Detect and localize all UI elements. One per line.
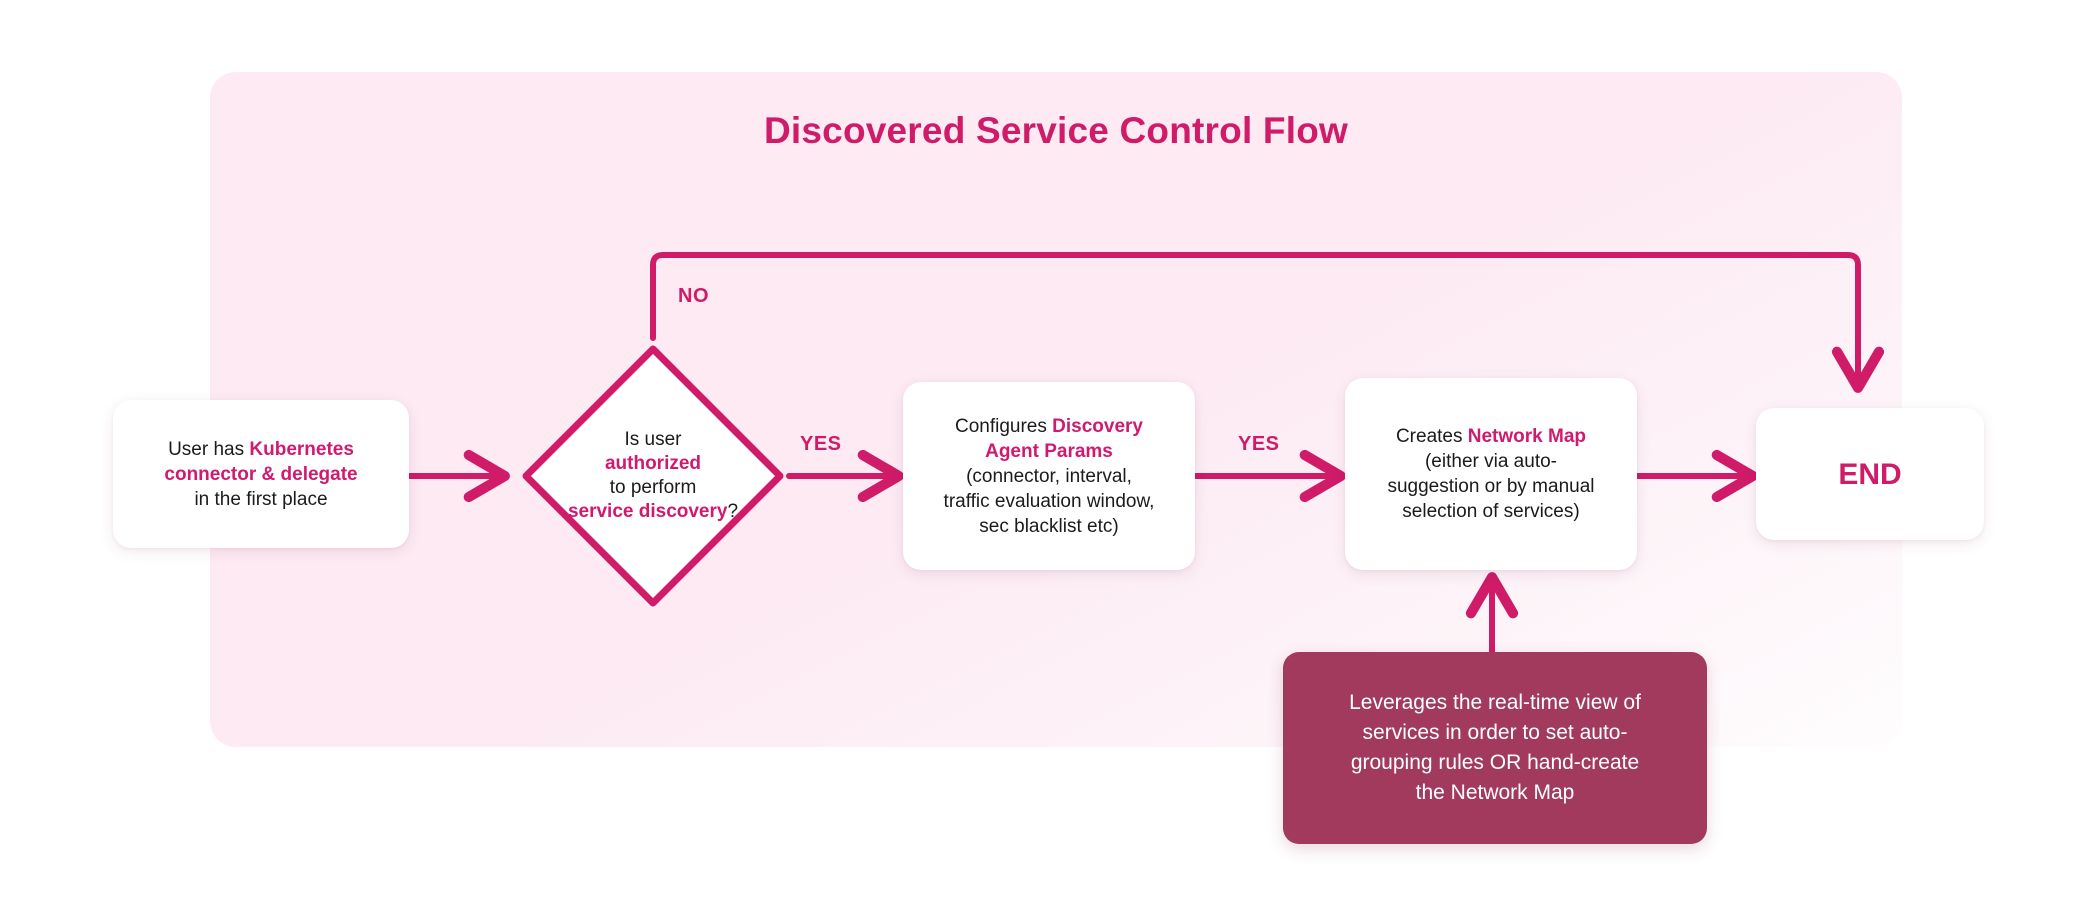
node-network-map-text: Creates Network Map (either via auto- su… [1387, 424, 1594, 524]
node-start-line3: in the first place [194, 488, 328, 510]
edge-label-yes-1: YES [800, 433, 842, 455]
edge-label-yes-2: YES [1238, 433, 1280, 455]
node-params-line1-plain: Configures [954, 415, 1053, 437]
node-start-line2-highlight: connector & delegate [164, 463, 358, 485]
node-end-label: END [1838, 457, 1902, 491]
node-decision-line4-suffix: ? [727, 501, 739, 522]
node-params-line2-highlight: Agent Params [985, 440, 1113, 462]
node-params-line4: traffic evaluation window, [943, 490, 1155, 512]
note-line4: the Network Map [1415, 781, 1575, 804]
node-netmap-line1-highlight: Network Map [1467, 426, 1587, 447]
node-decision-line2-highlight: authorized [604, 453, 702, 474]
diamond-shape-icon [522, 345, 784, 607]
node-netmap-line2: (either via auto- [1424, 451, 1557, 472]
node-decision-line1: Is user [624, 429, 682, 450]
node-params[interactable]: Configures Discovery Agent Params (conne… [903, 382, 1195, 570]
diagram-title: Discovered Service Control Flow [764, 110, 1348, 151]
node-end[interactable]: END [1756, 408, 1984, 540]
node-start[interactable]: User has Kubernetes connector & delegate… [113, 400, 409, 548]
note-line3: grouping rules OR hand-create [1350, 751, 1640, 774]
node-decision-line3: to perform [609, 477, 697, 498]
note-leverages-realtime-view[interactable]: Leverages the real-time view of services… [1283, 652, 1707, 844]
edge-label-no: NO [678, 285, 709, 307]
node-start-line1-highlight: Kubernetes [249, 438, 354, 460]
note-line2: services in order to set auto- [1362, 721, 1628, 744]
node-params-line1-highlight: Discovery [1052, 415, 1143, 437]
node-start-text: User has Kubernetes connector & delegate… [164, 437, 357, 512]
node-network-map[interactable]: Creates Network Map (either via auto- su… [1345, 378, 1637, 570]
node-params-text: Configures Discovery Agent Params (conne… [944, 414, 1155, 539]
node-params-line3: (connector, interval, [966, 465, 1132, 487]
node-decision-line4: service discovery? [568, 500, 738, 524]
node-netmap-line4: selection of services) [1402, 501, 1580, 522]
node-netmap-line3: suggestion or by manual [1387, 476, 1595, 497]
node-params-line5: sec blacklist etc) [979, 515, 1119, 537]
node-decision[interactable]: Is user authorized to perform service di… [517, 340, 789, 612]
node-netmap-line1-plain: Creates [1395, 426, 1468, 447]
note-text: Leverages the real-time view of services… [1349, 688, 1641, 808]
node-start-line1-plain: User has [168, 438, 250, 460]
node-decision-line4-highlight: service discovery [567, 501, 728, 522]
note-line1: Leverages the real-time view of [1349, 691, 1641, 714]
node-decision-text: Is user authorized to perform service di… [517, 340, 789, 612]
